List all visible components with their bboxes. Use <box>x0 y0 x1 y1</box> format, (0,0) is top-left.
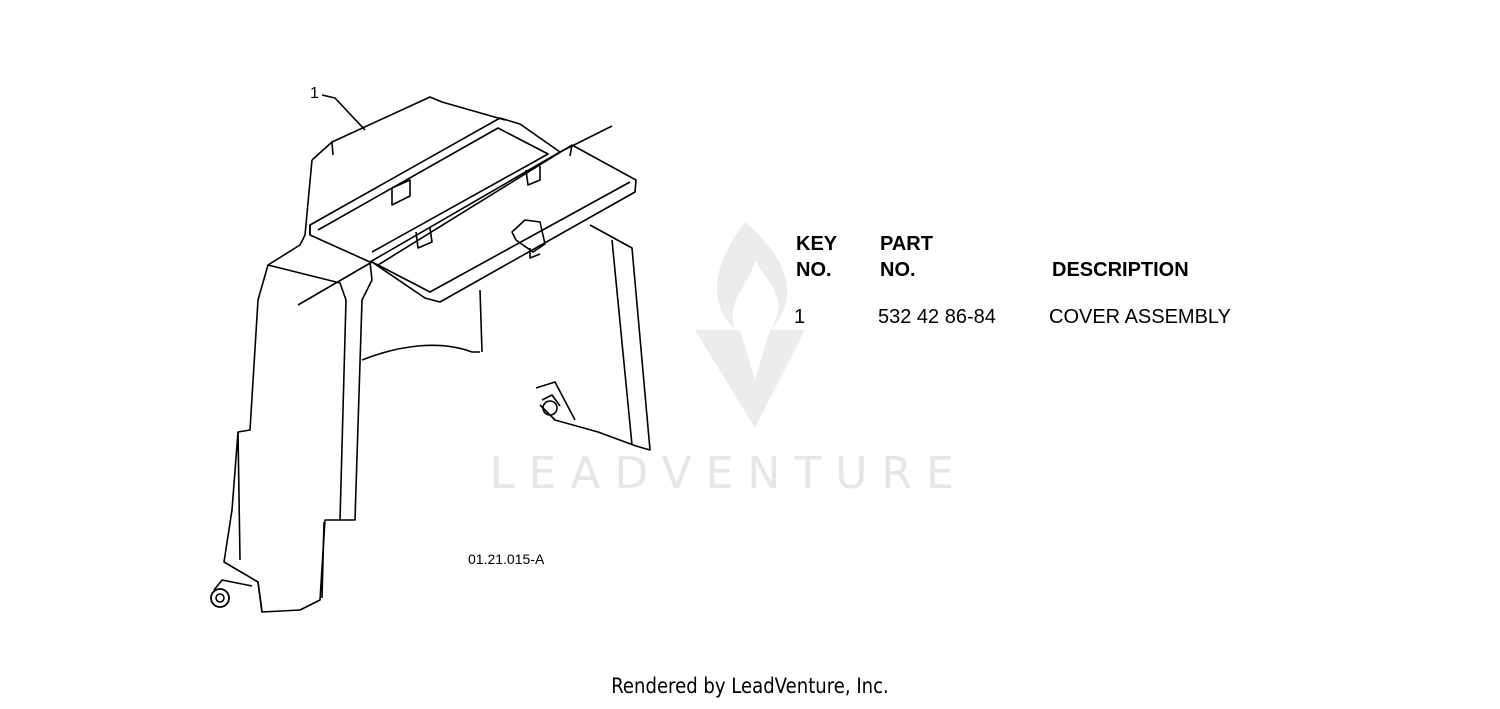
row-key: 1 <box>794 306 806 328</box>
row-part-number: 532 42 86-84 <box>878 306 996 328</box>
watermark-text: LEADVENTURE <box>490 448 968 499</box>
header-key-bottom: NO. <box>796 259 832 281</box>
header-key-top: KEY <box>796 233 838 255</box>
figure-id: 01.21.015-A <box>468 551 545 567</box>
callout-label: 1 <box>310 85 319 102</box>
row-description: COVER ASSEMBLY <box>1049 306 1231 328</box>
header-part-top: PART <box>880 233 933 255</box>
header-description: DESCRIPTION <box>1052 259 1189 281</box>
header-part-bottom: NO. <box>880 259 916 281</box>
footer-credit: Rendered by LeadVenture, Inc. <box>611 674 889 698</box>
